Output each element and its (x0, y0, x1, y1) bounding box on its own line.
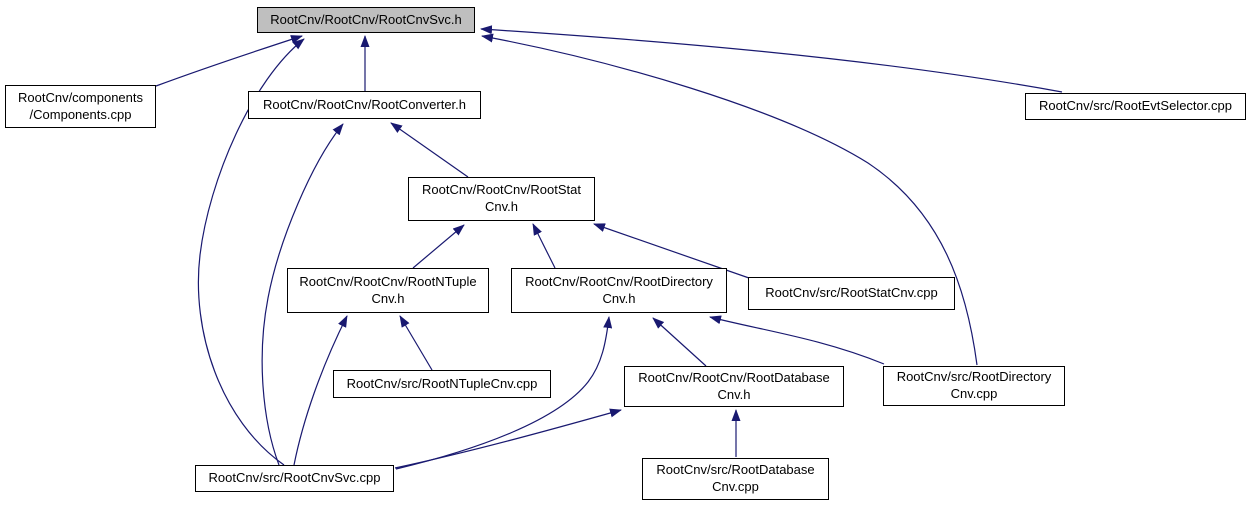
node-rootntuplecnv-h[interactable]: RootCnv/RootCnv/RootNTuple Cnv.h (287, 268, 489, 313)
node-rootevtselector-cpp-label: RootCnv/src/RootEvtSelector.cpp (1039, 98, 1232, 114)
edge-rootdirectorycnv-cpp-to-rootdirectorycnv-h (709, 315, 885, 365)
node-rootntuplecnv-cpp-label: RootCnv/src/RootNTupleCnv.cpp (346, 375, 538, 391)
edge-rootdirectorycnv-cpp-to-rootcnvsvc-h (481, 33, 978, 366)
node-rootdirectorycnv-cpp-label: RootCnv/src/RootDirectory Cnv.cpp (896, 369, 1052, 401)
node-rootdatabasecnv-h-label: RootCnv/RootCnv/RootDatabase Cnv.h (638, 369, 830, 402)
node-rootcnvsvc-cpp[interactable]: RootCnv/src/RootCnvSvc.cpp (195, 465, 394, 492)
node-rootdatabasecnv-h[interactable]: RootCnv/RootCnv/RootDatabase Cnv.h (624, 366, 844, 407)
edge-rootcnvsvc-cpp-to-rootdirectorycnv-h (395, 316, 613, 470)
node-rootstatcnv-h-label: RootCnv/RootCnv/RootStat Cnv.h (422, 182, 581, 214)
node-rootconverter-h[interactable]: RootCnv/RootCnv/RootConverter.h (248, 91, 481, 119)
node-rootntuplecnv-cpp[interactable]: RootCnv/src/RootNTupleCnv.cpp (333, 370, 551, 398)
edge-rootntuplecnv-cpp-to-rootntuplecnv-h (399, 315, 433, 371)
node-rootstatcnv-cpp[interactable]: RootCnv/src/RootStatCnv.cpp (748, 277, 955, 310)
edge-rootdatabasecnv-h-to-rootdirectorycnv-h (652, 317, 707, 367)
node-components-cpp[interactable]: RootCnv/components /Components.cpp (5, 85, 156, 128)
edge-rootstatcnv-h-to-rootconverter-h (390, 122, 469, 178)
node-rootcnvsvc-h: RootCnv/RootCnv/RootCnvSvc.h (257, 7, 475, 33)
node-rootevtselector-cpp[interactable]: RootCnv/src/RootEvtSelector.cpp (1025, 93, 1246, 120)
node-rootconverter-h-label: RootCnv/RootCnv/RootConverter.h (262, 96, 467, 112)
edge-rootevtselector-cpp-to-rootcnvsvc-h (480, 25, 1063, 93)
node-rootdirectorycnv-cpp[interactable]: RootCnv/src/RootDirectory Cnv.cpp (883, 366, 1065, 406)
edge-rootcnvsvc-cpp-to-rootdatabasecnv-h (394, 408, 622, 469)
edge-rootcnvsvc-cpp-to-rootntuplecnv-h (293, 315, 348, 466)
node-rootdirectorycnv-h-label: RootCnv/RootCnv/RootDirectory Cnv.h (525, 273, 713, 306)
node-rootcnvsvc-h-label: RootCnv/RootCnv/RootCnvSvc.h (270, 11, 462, 27)
node-rootstatcnv-cpp-label: RootCnv/src/RootStatCnv.cpp (765, 285, 938, 301)
node-rootntuplecnv-h-label: RootCnv/RootCnv/RootNTuple Cnv.h (299, 273, 477, 306)
node-rootstatcnv-h[interactable]: RootCnv/RootCnv/RootStat Cnv.h (408, 177, 595, 221)
node-rootdatabasecnv-cpp[interactable]: RootCnv/src/RootDatabase Cnv.cpp (642, 458, 829, 500)
edge-components-cpp-to-rootcnvsvc-h (155, 35, 303, 87)
node-rootcnvsvc-cpp-label: RootCnv/src/RootCnvSvc.cpp (208, 470, 381, 486)
edge-rootdirectorycnv-h-to-rootstatcnv-h (532, 223, 556, 269)
edge-rootntuplecnv-h-to-rootstatcnv-h (412, 224, 465, 269)
edge-rootcnvsvc-cpp-to-rootconverter-h (261, 123, 344, 466)
node-rootdirectorycnv-h[interactable]: RootCnv/RootCnv/RootDirectory Cnv.h (511, 268, 727, 313)
node-rootdatabasecnv-cpp-label: RootCnv/src/RootDatabase Cnv.cpp (656, 462, 815, 494)
node-components-cpp-label: RootCnv/components /Components.cpp (17, 89, 143, 122)
